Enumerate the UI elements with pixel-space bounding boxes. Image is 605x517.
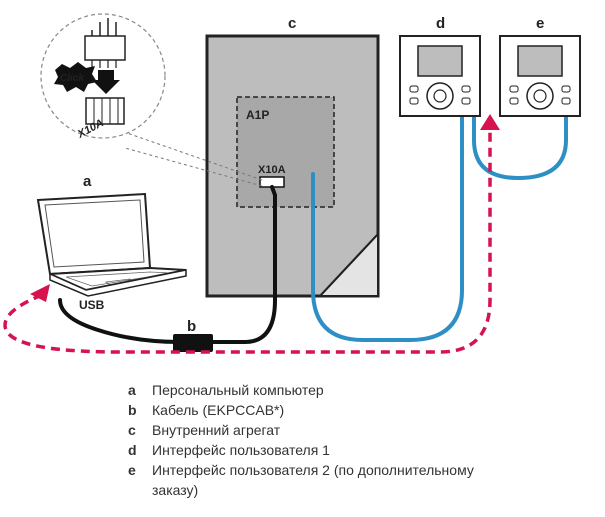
legend-text: Внутренний агрегат — [152, 422, 281, 438]
legend-key: b — [128, 402, 137, 418]
legend-item: b Кабель (EKPCCAB*) — [128, 400, 598, 420]
legend: a Персональный компьютер b Кабель (EKPCCAB… — [128, 380, 598, 500]
label-e: e — [536, 15, 544, 32]
legend-text: Интерфейс пользователя 2 (по дополнитель… — [152, 462, 474, 478]
cable-b — [58, 185, 277, 344]
legend-key: e — [128, 462, 136, 478]
user-interface-e — [499, 35, 581, 117]
legend-item: заказу) — [128, 480, 598, 500]
connector-inset — [40, 13, 166, 139]
laptop — [36, 192, 187, 297]
legend-item: c Внутренний агрегат — [128, 420, 598, 440]
usb-label: USB — [79, 298, 105, 312]
insert-arrow — [92, 70, 120, 94]
label-a: a — [83, 173, 92, 190]
user-interface-d — [399, 35, 481, 117]
legend-item: e Интерфейс пользователя 2 (по дополнител… — [128, 460, 598, 480]
legend-key — [128, 480, 152, 500]
red-dashed-arrow — [3, 128, 492, 354]
click-burst — [54, 62, 97, 92]
pcb-a1p-label: A1P — [246, 108, 269, 122]
legend-text: Персональный компьютер — [152, 382, 324, 398]
red-arrowhead-laptop — [30, 284, 50, 302]
legend-item: d Интерфейс пользователя 1 — [128, 440, 598, 460]
label-b: b — [187, 318, 196, 335]
legend-text: Кабель (EKPCCAB*) — [152, 402, 285, 418]
legend-item: a Персональный компьютер — [128, 380, 598, 400]
click-label: Click — [60, 73, 84, 84]
legend-text: заказу) — [152, 482, 199, 498]
label-d: d — [436, 15, 445, 32]
label-c: c — [288, 15, 296, 32]
pcb-a1p — [236, 96, 335, 208]
legend-key: d — [128, 442, 137, 458]
legend-key: a — [128, 382, 136, 398]
blue-cable-unit-to-d — [311, 112, 464, 342]
cable-b-module — [173, 334, 213, 352]
red-arrowhead-ui — [480, 114, 500, 130]
x10a-board-label: X10A — [258, 164, 286, 176]
legend-text: Интерфейс пользователя 1 — [152, 442, 330, 458]
blue-cable-d-to-e — [472, 112, 568, 181]
legend-key: c — [128, 422, 136, 438]
